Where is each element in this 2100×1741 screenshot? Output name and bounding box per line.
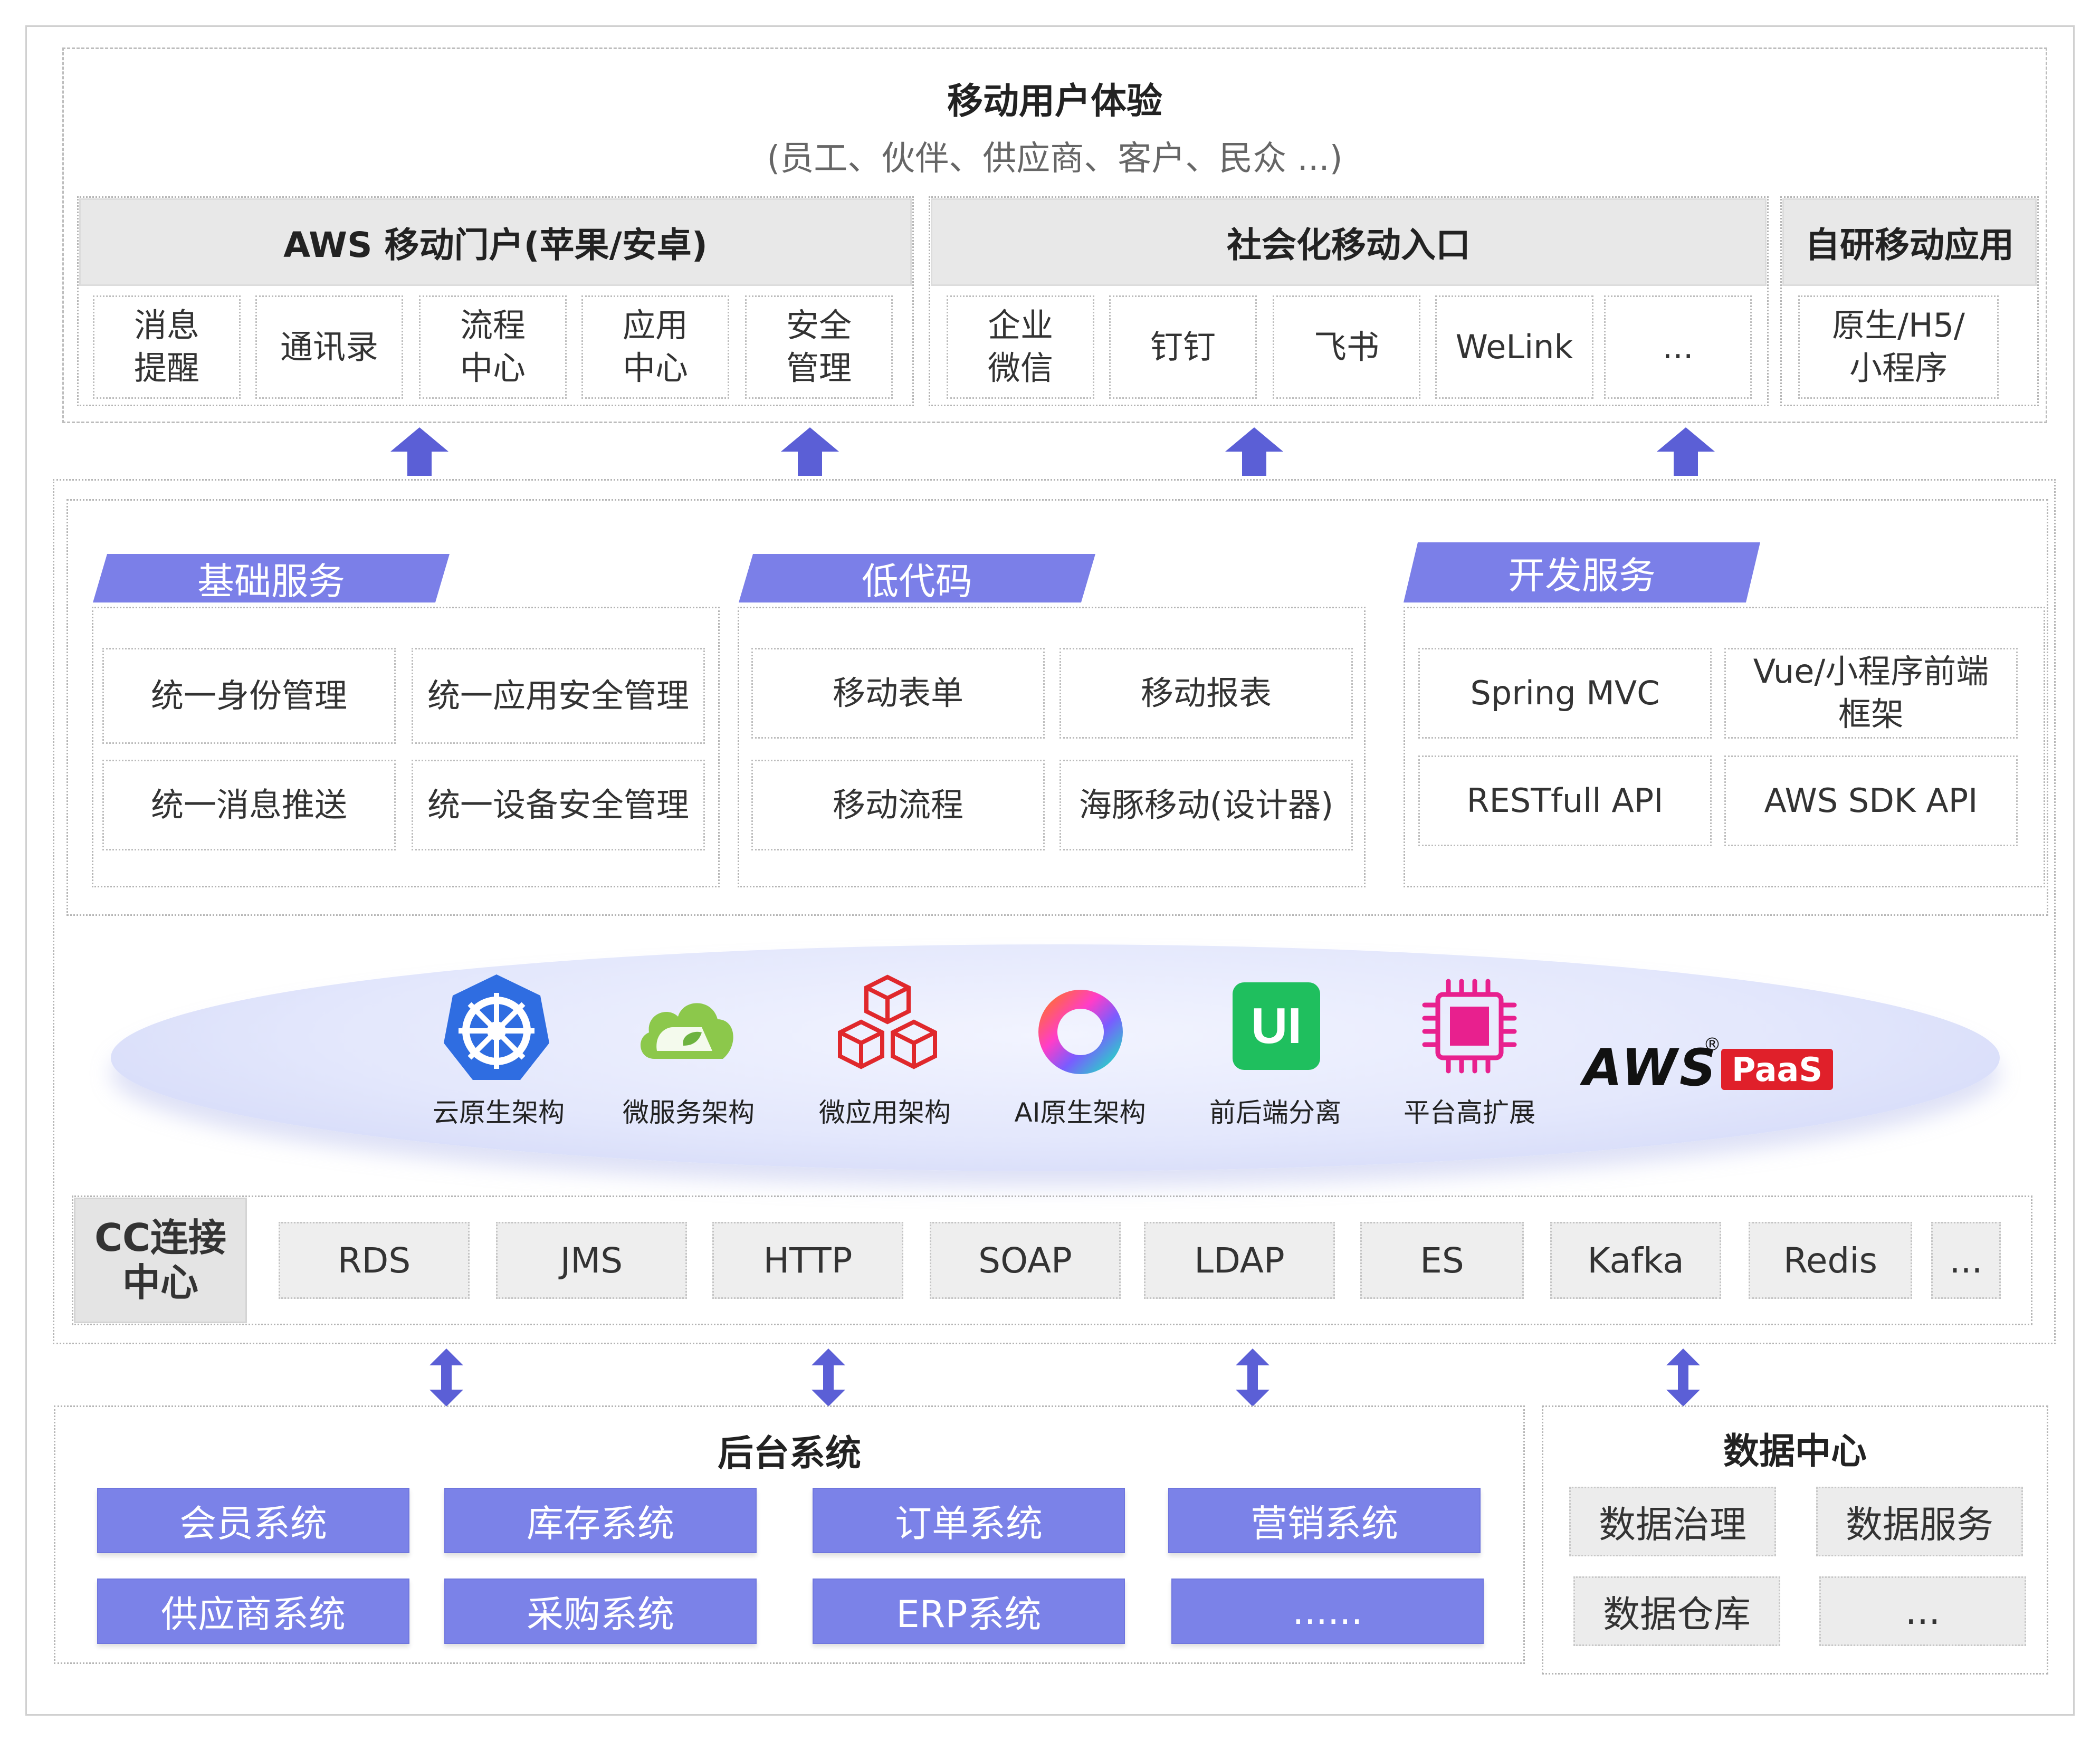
portal-item-process-center[interactable]: 流程 中心 [419,295,567,399]
outer-frame [25,25,2075,1716]
connector-jms[interactable]: JMS [496,1222,687,1299]
arch-label-front-back-separation: 前后端分离 [1209,1097,1341,1128]
dev-services-box [1404,607,2045,887]
dev-spring-mvc[interactable]: Spring MVC [1418,648,1712,739]
ai-ring-icon [1033,984,1128,1082]
connector-redis[interactable]: Redis [1749,1222,1912,1299]
backend-member-system[interactable]: 会员系统 [97,1488,409,1553]
backend-inventory-system[interactable]: 库存系统 [444,1488,757,1553]
dev-aws-sdk-api[interactable]: AWS SDK API [1724,755,2018,846]
chip-icon [1419,976,1520,1078]
data-warehouse[interactable]: 数据仓库 [1573,1576,1780,1646]
double-arrow-icon [1666,1348,1700,1407]
mobile-experience-panel [62,47,2047,423]
lowcode-dolphin-designer[interactable]: 海豚移动(设计器) [1059,760,1353,850]
double-arrow-icon [812,1348,845,1407]
aws-paas-logo: AWS ® PaaS [1583,1034,1836,1097]
lowcode-mobile-process[interactable]: 移动流程 [751,760,1045,850]
data-governance[interactable]: 数据治理 [1569,1487,1776,1556]
double-arrow-icon [429,1348,463,1407]
tab-dev-services[interactable]: 开发服务 [1404,542,1760,602]
services-panel [66,499,2048,916]
service-unified-app-security[interactable]: 统一应用安全管理 [412,648,705,744]
arrow-up-icon [1225,427,1283,476]
connector-soap[interactable]: SOAP [930,1222,1121,1299]
basic-services-box [92,607,720,887]
aws-logo-text: AWS [1583,1038,1719,1097]
paas-badge: PaaS [1721,1049,1833,1090]
dev-restful-api[interactable]: RESTfull API [1418,755,1712,846]
low-code-box [738,607,1366,887]
backend-order-system[interactable]: 订单系统 [813,1488,1125,1553]
backend-panel [54,1405,1525,1664]
lowcode-mobile-form[interactable]: 移动表单 [751,648,1045,739]
backend-purchase-system[interactable]: 采购系统 [444,1579,757,1644]
social-item-welink[interactable]: WeLink [1435,295,1593,399]
self-developed-group [1780,196,2039,406]
datacenter-title: 数据中心 [1723,1430,1867,1472]
backend-erp-system[interactable]: ERP系统 [813,1579,1125,1644]
arrow-up-icon [1657,427,1715,476]
registered-mark: ® [1703,1034,1721,1055]
platform-panel [53,479,2056,1344]
data-services[interactable]: 数据服务 [1816,1487,2023,1556]
dev-vue-miniprogram[interactable]: Vue/小程序前端 框架 [1724,648,2018,739]
portal-item-app-center[interactable]: 应用 中心 [581,295,729,399]
service-unified-device-security[interactable]: 统一设备安全管理 [412,760,705,850]
data-more[interactable]: ... [1819,1576,2026,1646]
arch-label-microservice: 微服务架构 [623,1097,755,1128]
social-item-dingtalk[interactable]: 钉钉 [1109,295,1257,399]
arrow-up-icon [781,427,839,476]
mobile-experience-subtitle: (员工、伙伴、供应商、客户、民众 ...) [767,139,1343,178]
backend-marketing-system[interactable]: 营销系统 [1168,1488,1481,1553]
ui-icon: UI [1233,982,1320,1070]
connector-http[interactable]: HTTP [712,1222,903,1299]
social-entry-group [929,196,1769,406]
social-item-more[interactable]: ... [1604,295,1752,399]
backend-title: 后台系统 [717,1432,861,1475]
service-unified-push[interactable]: 统一消息推送 [102,760,396,850]
social-entry-header: 社会化移动入口 [931,198,1767,286]
mobile-experience-title: 移动用户体验 [947,80,1162,122]
service-unified-identity[interactable]: 统一身份管理 [102,648,396,744]
portal-item-contacts[interactable]: 通讯录 [255,295,403,399]
connector-more[interactable]: ... [1931,1222,2001,1299]
connector-rds[interactable]: RDS [279,1222,470,1299]
spring-cloud-icon [633,988,739,1069]
cubes-icon [829,972,946,1079]
connector-kafka[interactable]: Kafka [1550,1222,1721,1299]
aws-portal-group [77,196,914,406]
connector-ldap[interactable]: LDAP [1144,1222,1335,1299]
portal-item-security[interactable]: 安全 管理 [745,295,893,399]
double-arrow-icon [1236,1348,1269,1407]
connector-es[interactable]: ES [1360,1222,1524,1299]
social-item-feishu[interactable]: 飞书 [1273,295,1420,399]
arch-label-micro-app: 微应用架构 [819,1097,951,1128]
self-developed-header: 自研移动应用 [1782,198,2037,286]
aws-portal-header: AWS 移动门户(苹果/安卓) [79,198,912,286]
portal-item-message[interactable]: 消息 提醒 [93,295,241,399]
backend-more[interactable]: ...... [1171,1579,1484,1644]
lowcode-mobile-report[interactable]: 移动报表 [1059,648,1353,739]
tab-low-code[interactable]: 低代码 [739,554,1095,602]
kubernetes-icon [441,972,552,1085]
arch-label-ai-native: AI原生架构 [1014,1097,1146,1128]
datacenter-panel [1542,1405,2048,1675]
social-item-wecom[interactable]: 企业 微信 [947,295,1094,399]
tab-basic-services[interactable]: 基础服务 [93,554,450,602]
backend-supplier-system[interactable]: 供应商系统 [97,1579,409,1644]
connector-panel [72,1195,2032,1325]
arch-label-platform-extension: 平台高扩展 [1404,1097,1535,1128]
arch-label-cloud-native: 云原生架构 [433,1097,565,1128]
arrow-up-icon [390,427,448,476]
self-developed-item[interactable]: 原生/H5/ 小程序 [1798,295,1999,399]
connector-label: CC连接 中心 [74,1198,247,1323]
